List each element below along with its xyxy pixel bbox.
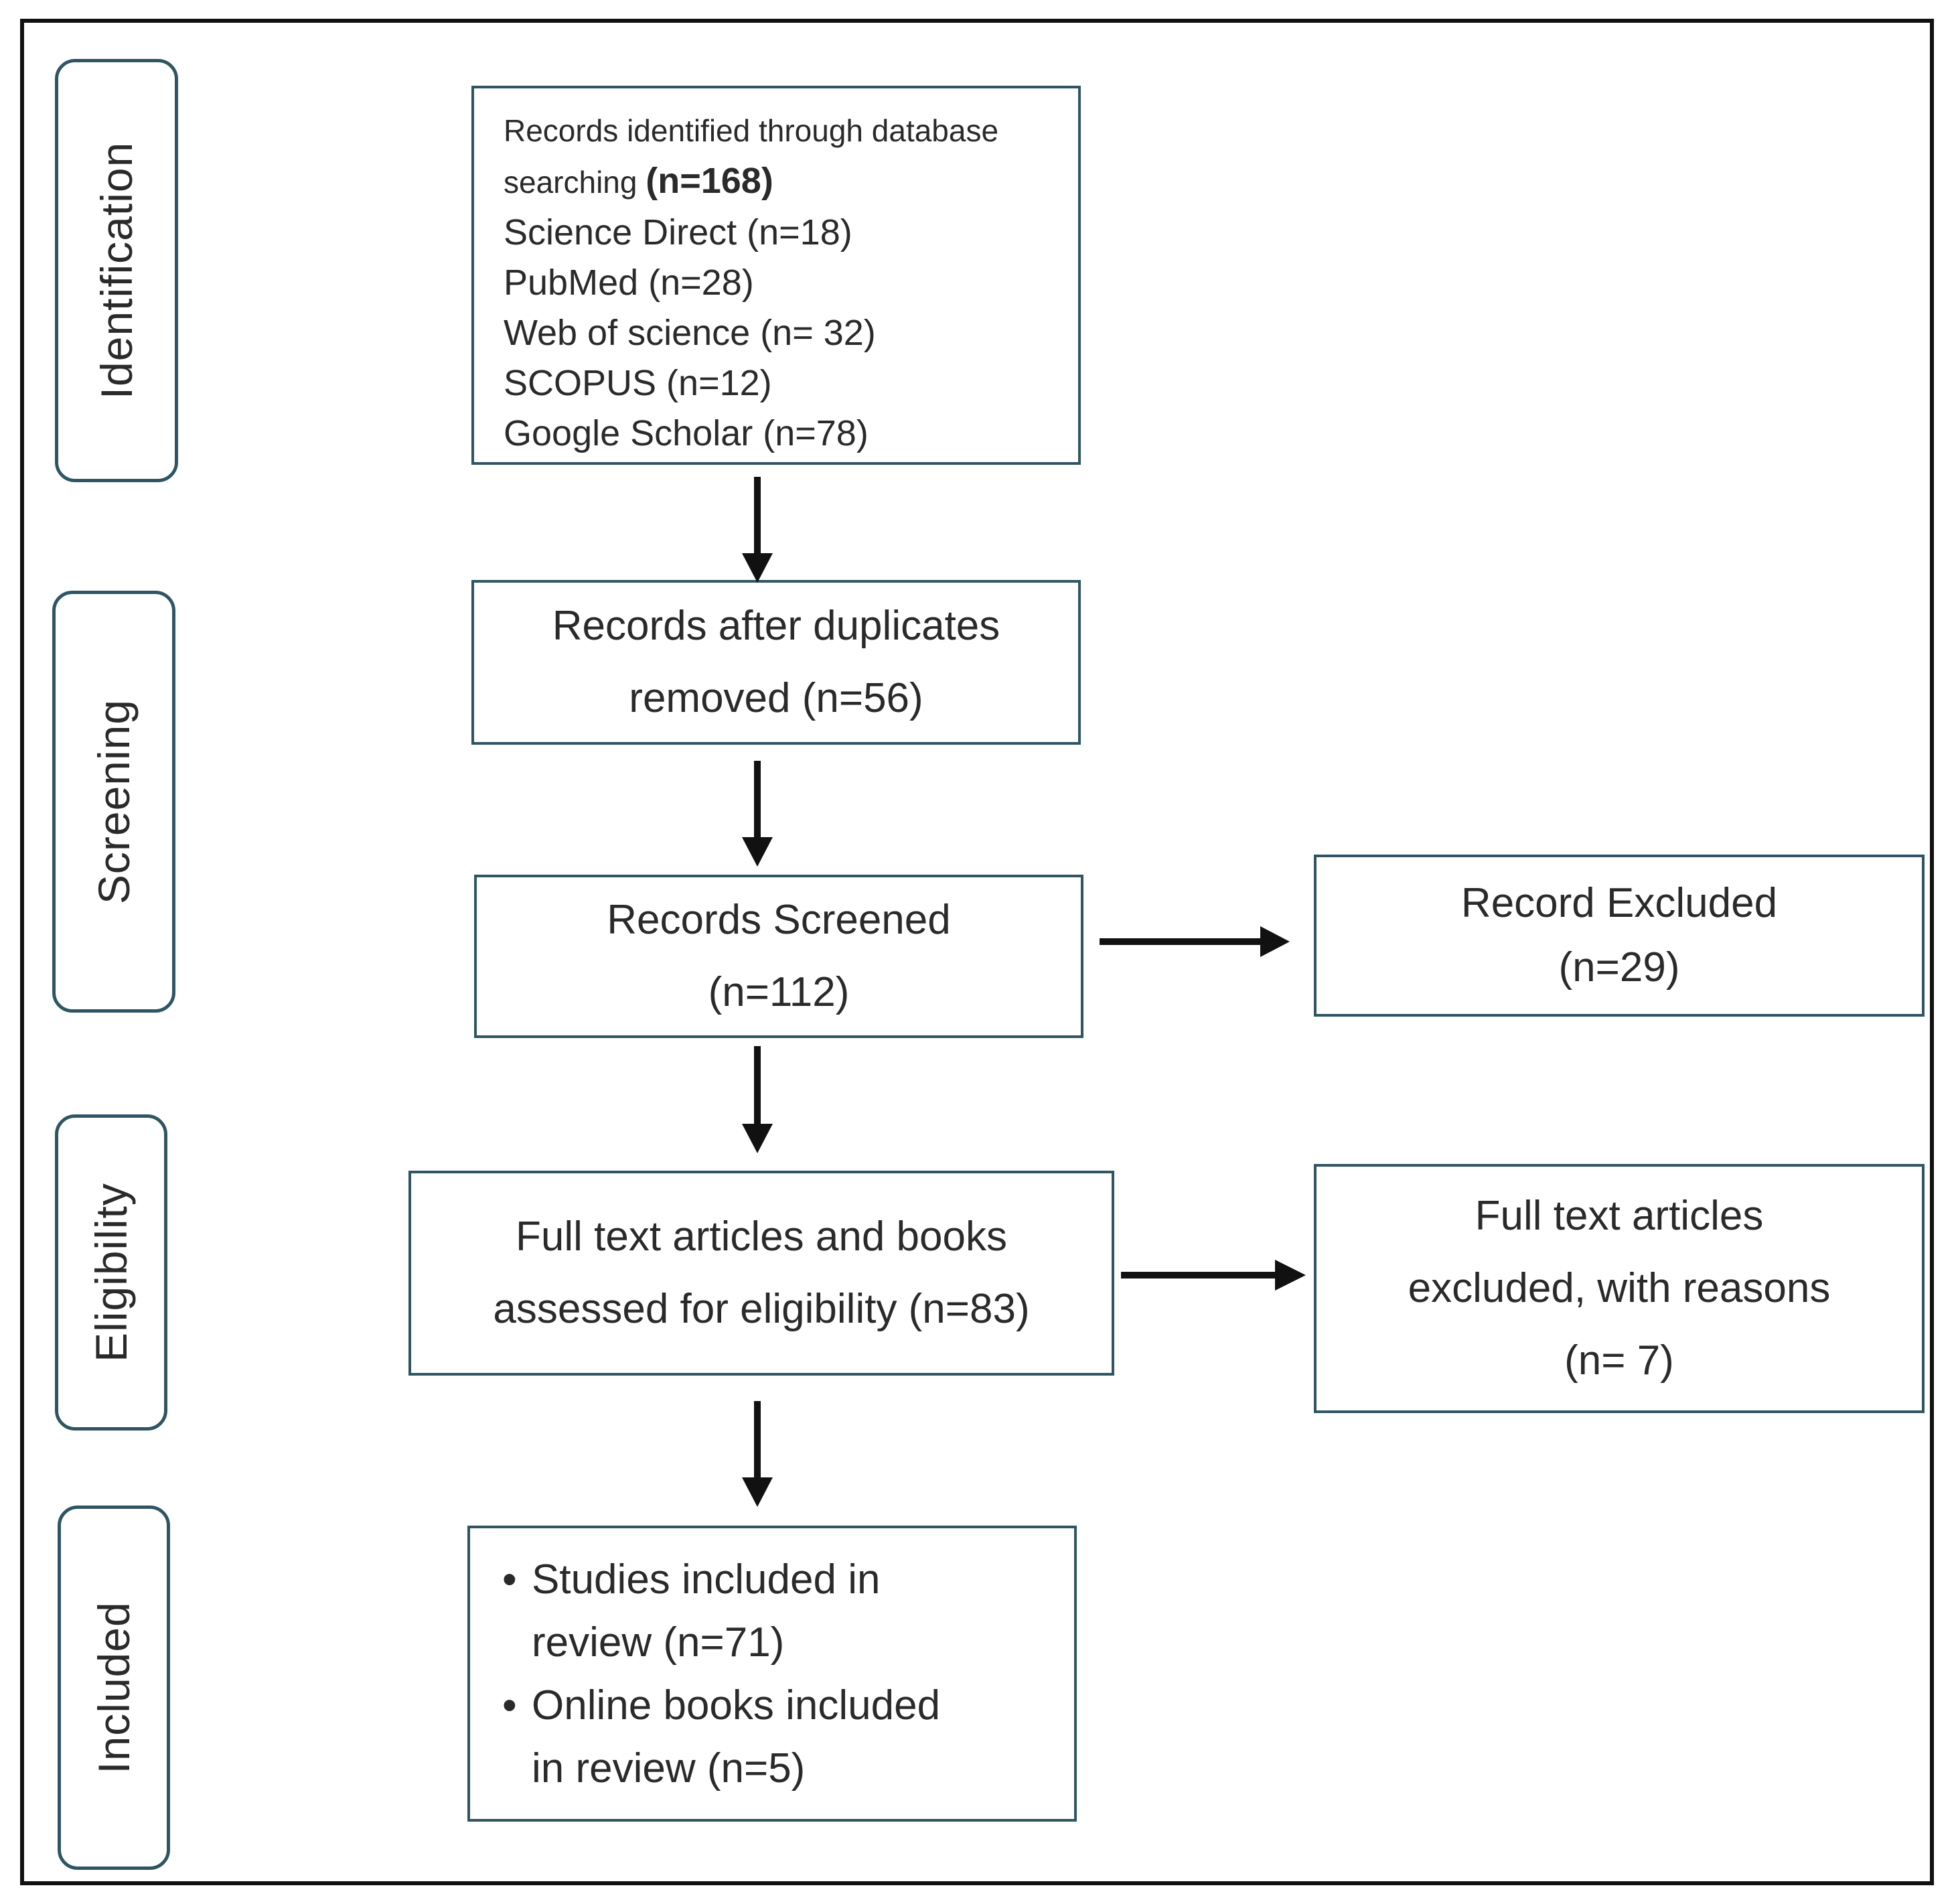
included-studies-item: • Studies included in review (n=71): [502, 1548, 940, 1674]
stage-screening: Screening: [52, 591, 175, 1013]
bullet-dot: •: [502, 1556, 517, 1603]
included-studies-line-2: review (n=71): [532, 1619, 785, 1666]
fulltext-excluded-line-2: excluded, with reasons: [1408, 1265, 1831, 1311]
records-after-duplicates-box: Records after duplicates removed (n=56): [471, 580, 1081, 745]
arrow-assessed-to-fulltext-excluded: [1121, 1260, 1306, 1291]
screened-line-2: (n=112): [708, 969, 850, 1015]
record-excluded-box: Record Excluded (n=29): [1314, 855, 1925, 1017]
records-identified-box: Records identified through database sear…: [471, 86, 1081, 465]
included-books-line-1: Online books included: [532, 1682, 941, 1729]
screened-line-1: Records Screened: [607, 897, 951, 943]
diagram-frame: [20, 19, 1934, 1885]
identified-line-1: Records identified through database: [504, 113, 999, 148]
fulltext-excluded-line-1: Full text articles: [1475, 1193, 1764, 1239]
included-books-line-2: in review (n=5): [532, 1745, 806, 1791]
identified-total-count: (n=168): [646, 161, 773, 201]
arrow-screened-to-assessed: [742, 1046, 773, 1153]
excluded-line-1: Record Excluded: [1460, 880, 1778, 926]
arrow-deduplicated-to-screened: [742, 761, 773, 867]
fulltext-excluded-line-3: (n= 7): [1564, 1337, 1674, 1384]
included-bullet-list: • Studies included in review (n=71) • On…: [502, 1548, 940, 1800]
bullet-dot: •: [502, 1682, 517, 1729]
deduplicated-line-2: removed (n=56): [629, 675, 923, 721]
source-pubmed: PubMed (n=28): [504, 263, 754, 303]
deduplicated-line-1: Records after duplicates: [552, 603, 1000, 649]
assessed-line-1: Full text articles and books: [515, 1214, 1007, 1260]
included-studies-line-1: Studies included in: [532, 1556, 881, 1603]
identified-line-2: searching (n=168): [504, 156, 998, 208]
studies-included-box: • Studies included in review (n=71) • On…: [467, 1526, 1077, 1822]
arrow-assessed-to-included: [742, 1401, 773, 1507]
full-text-assessed-box: Full text articles and books assessed fo…: [408, 1171, 1114, 1376]
excluded-line-2: (n=29): [1558, 944, 1680, 991]
stage-included: Included: [58, 1506, 170, 1870]
source-google-scholar: Google Scholar (n=78): [504, 413, 869, 453]
records-identified-text: Records identified through database sear…: [504, 106, 998, 459]
stage-eligibility: Eligibility: [55, 1114, 167, 1431]
source-science-direct: Science Direct (n=18): [504, 212, 852, 252]
assessed-line-2: assessed for eligibility (n=83): [493, 1286, 1030, 1332]
full-text-excluded-box: Full text articles excluded, with reason…: [1314, 1164, 1925, 1413]
identified-searching-text: searching: [504, 165, 646, 200]
stage-identification: Identification: [55, 59, 178, 482]
source-web-of-science: Web of science (n= 32): [504, 313, 876, 353]
arrow-screened-to-excluded: [1100, 926, 1290, 957]
arrow-identified-to-deduplicated: [742, 477, 773, 583]
included-books-item: • Online books included in review (n=5): [502, 1674, 940, 1800]
source-scopus: SCOPUS (n=12): [504, 363, 772, 403]
records-screened-box: Records Screened (n=112): [474, 875, 1083, 1038]
